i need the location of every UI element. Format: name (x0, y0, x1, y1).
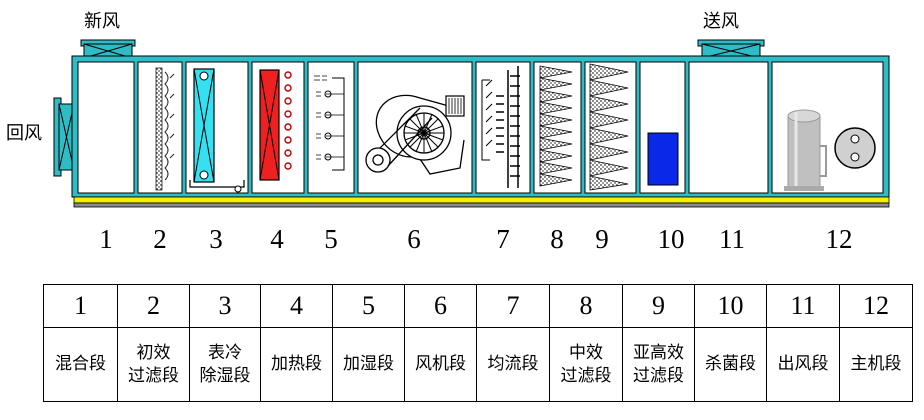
section-number: 9 (595, 224, 609, 254)
uv-sterilizer (647, 132, 679, 186)
legend-name-cell: 主机段 (839, 327, 913, 402)
medium-filter (539, 65, 573, 187)
legend-number-cell: 11 (766, 284, 840, 328)
cooling-coil (189, 68, 245, 193)
fresh-air-label: 新风 (84, 11, 120, 32)
legend-number-cell: 1 (43, 284, 118, 328)
base-rail (73, 196, 890, 208)
ahu-diagram: 新风 回风 送风 (6, 11, 890, 254)
legend-number-cell: 7 (476, 284, 550, 328)
legend-name-cell: 初效 过滤段 (117, 327, 190, 402)
section-number: 2 (153, 224, 167, 254)
humidifier (314, 75, 345, 171)
section-number: 3 (209, 224, 223, 254)
section-number: 12 (826, 224, 853, 254)
section-number: 1 (99, 224, 113, 254)
legend-name-cell: 出风段 (766, 327, 840, 402)
section-number: 11 (719, 224, 745, 254)
legend-name-cell: 混合段 (43, 327, 118, 402)
section-numbers: 1 2 3 4 5 6 7 8 9 10 11 12 (99, 224, 852, 254)
legend-name-cell: 风机段 (404, 327, 477, 402)
section-number: 8 (550, 224, 564, 254)
return-air-label: 回风 (6, 123, 42, 144)
section-number: 6 (407, 224, 421, 254)
legend-name-cell: 表冷 除湿段 (189, 327, 261, 402)
legend-number-cell: 12 (839, 284, 913, 328)
supply-air-outlet (697, 39, 765, 59)
motor (834, 127, 876, 169)
legend-name-row: 混合段 初效 过滤段 表冷 除湿段 加热段 加湿段 风机段 均流段 中效 过滤段… (43, 327, 913, 402)
flow-equalizer (481, 66, 520, 188)
legend-number-cell: 6 (404, 284, 477, 328)
legend-number-cell: 2 (117, 284, 190, 328)
compressor (784, 109, 827, 191)
legend-number-row: 1 2 3 4 5 6 7 8 9 10 11 12 (43, 284, 913, 328)
legend-name-cell: 加热段 (260, 327, 333, 402)
primary-filter (155, 67, 175, 191)
legend-number-cell: 5 (332, 284, 405, 328)
centrifugal-fan (365, 94, 465, 175)
sub-hepa-filter (589, 63, 629, 191)
legend-name-cell: 亚高效 过滤段 (622, 327, 695, 402)
supply-air-label: 送风 (703, 11, 739, 32)
legend-name-cell: 中效 过滤段 (549, 327, 623, 402)
fresh-air-inlet (80, 39, 136, 59)
section-legend-table: 1 2 3 4 5 6 7 8 9 10 11 12 混合段 初效 过滤段 表冷… (43, 284, 913, 402)
heating-coil (259, 69, 292, 181)
return-air-inlet (53, 97, 75, 177)
section-number: 4 (270, 224, 284, 254)
section-number: 5 (324, 224, 338, 254)
legend-number-cell: 4 (260, 284, 333, 328)
legend-name-cell: 杀菌段 (694, 327, 767, 402)
legend-name-cell: 均流段 (476, 327, 550, 402)
legend-number-cell: 8 (549, 284, 623, 328)
legend-number-cell: 3 (189, 284, 261, 328)
legend-number-cell: 10 (694, 284, 767, 328)
section-number: 10 (658, 224, 685, 254)
legend-number-cell: 9 (622, 284, 695, 328)
section-number: 7 (496, 224, 510, 254)
legend-name-cell: 加湿段 (332, 327, 405, 402)
